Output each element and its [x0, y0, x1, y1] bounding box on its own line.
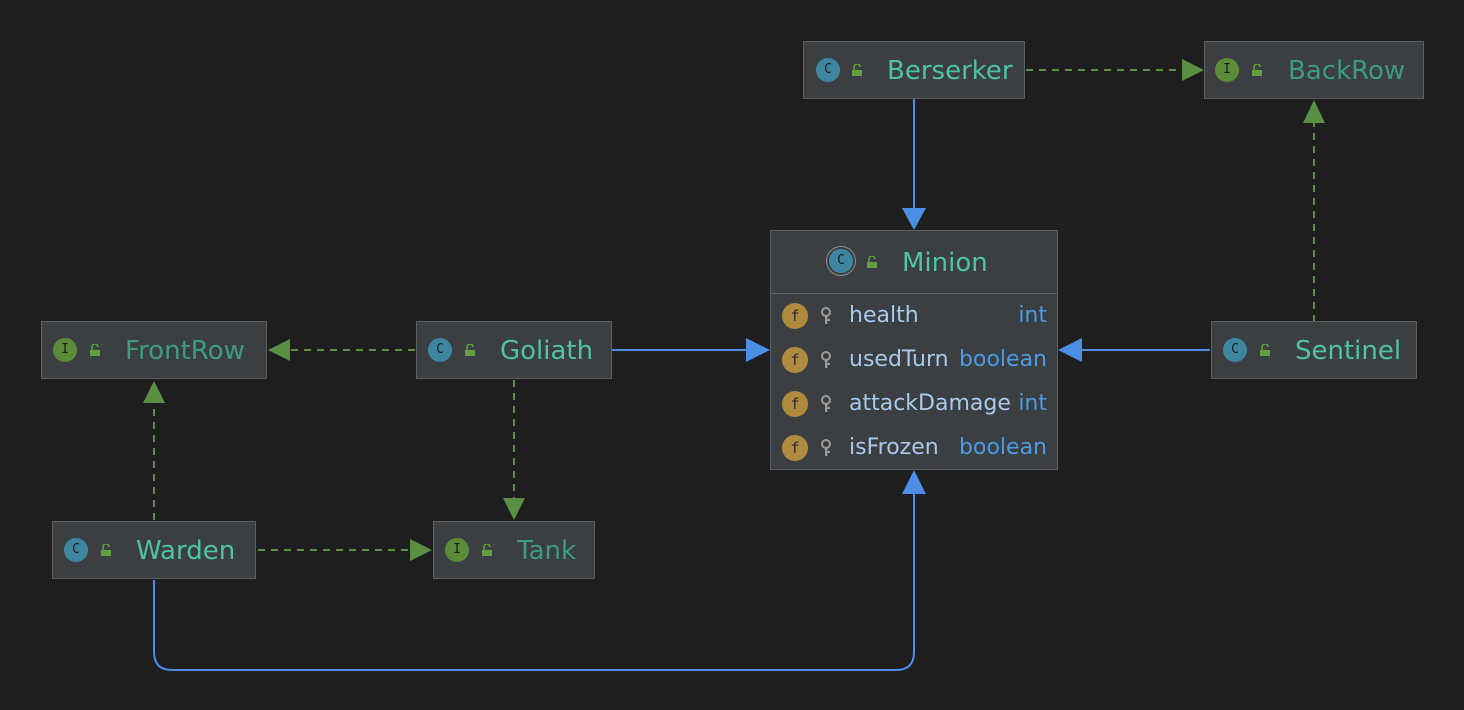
field-name: usedTurn [849, 347, 949, 372]
unlocked-icon [1260, 344, 1270, 356]
field-row[interactable]: f health int [771, 294, 1057, 338]
unlocked-icon [465, 344, 475, 356]
private-key-icon [821, 439, 831, 456]
edge-berserker-implements-backrow[interactable] [1026, 59, 1204, 81]
node-berserker[interactable]: C Berserker [803, 41, 1025, 99]
private-key-icon [821, 307, 831, 324]
interface-name: BackRow [1288, 56, 1406, 86]
class-icon: C [64, 538, 88, 562]
field-icon: f [782, 347, 808, 373]
private-key-icon [821, 395, 831, 412]
class-name: Berserker [887, 56, 1013, 86]
field-name: attackDamage [849, 391, 1011, 416]
edge-goliath-implements-frontrow[interactable] [268, 339, 415, 361]
unlocked-icon [101, 544, 111, 556]
field-row[interactable]: f usedTurn boolean [771, 338, 1057, 382]
field-icon: f [782, 435, 808, 461]
private-key-icon [821, 351, 831, 368]
field-icon: f [782, 303, 808, 329]
unlocked-icon [482, 544, 492, 556]
node-tank[interactable]: I Tank [433, 521, 595, 579]
node-sentinel[interactable]: C Sentinel [1211, 321, 1417, 379]
unlocked-icon [852, 64, 862, 76]
unlocked-icon [90, 344, 100, 356]
unlocked-icon [867, 256, 877, 268]
unlocked-icon [1252, 64, 1262, 76]
field-icon: f [782, 391, 808, 417]
edge-sentinel-implements-backrow[interactable] [1303, 100, 1325, 322]
interface-name: Tank [517, 536, 577, 566]
edge-sentinel-extends-minion[interactable] [1058, 338, 1210, 362]
interface-name: FrontRow [125, 336, 245, 366]
node-backrow[interactable]: I BackRow [1204, 41, 1424, 99]
class-name: Sentinel [1295, 336, 1402, 366]
edge-warden-implements-frontrow[interactable] [143, 381, 165, 520]
field-type: boolean [959, 347, 1047, 372]
edge-goliath-extends-minion[interactable] [612, 338, 770, 362]
node-warden[interactable]: C Warden [52, 521, 256, 579]
node-minion[interactable]: C Minion f health int f [770, 230, 1058, 470]
interface-icon: I [445, 538, 469, 562]
field-type: int [1018, 303, 1047, 328]
field-type: boolean [959, 435, 1047, 460]
class-icon: C [816, 58, 840, 82]
interface-icon: I [1215, 58, 1239, 82]
field-type: int [1018, 391, 1047, 416]
edge-goliath-implements-tank[interactable] [503, 380, 525, 520]
class-icon: C [428, 338, 452, 362]
node-frontrow[interactable]: I FrontRow [41, 321, 267, 379]
class-name: Goliath [500, 336, 594, 366]
node-goliath[interactable]: C Goliath [416, 321, 612, 379]
edge-warden-implements-tank[interactable] [258, 539, 432, 561]
field-name: isFrozen [849, 435, 939, 460]
field-list: f health int f usedTurn boolean [771, 293, 1057, 461]
field-name: health [849, 303, 919, 328]
field-row[interactable]: f attackDamage int [771, 382, 1057, 426]
class-name: Minion [902, 248, 988, 278]
class-icon: C [1223, 338, 1247, 362]
class-name: Warden [136, 536, 236, 566]
edge-berserker-extends-minion[interactable] [902, 99, 926, 230]
edge-warden-extends-minion[interactable] [153, 470, 926, 671]
interface-icon: I [53, 338, 77, 362]
abstract-class-icon: C [829, 249, 853, 273]
field-row[interactable]: f isFrozen boolean [771, 426, 1057, 470]
